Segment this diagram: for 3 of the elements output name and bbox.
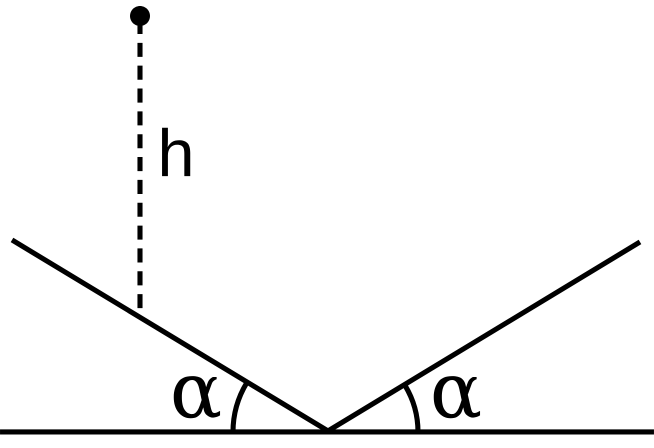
angle-label: α (434, 376, 480, 418)
angle-label: α (174, 376, 220, 418)
height-label: h (162, 128, 190, 176)
